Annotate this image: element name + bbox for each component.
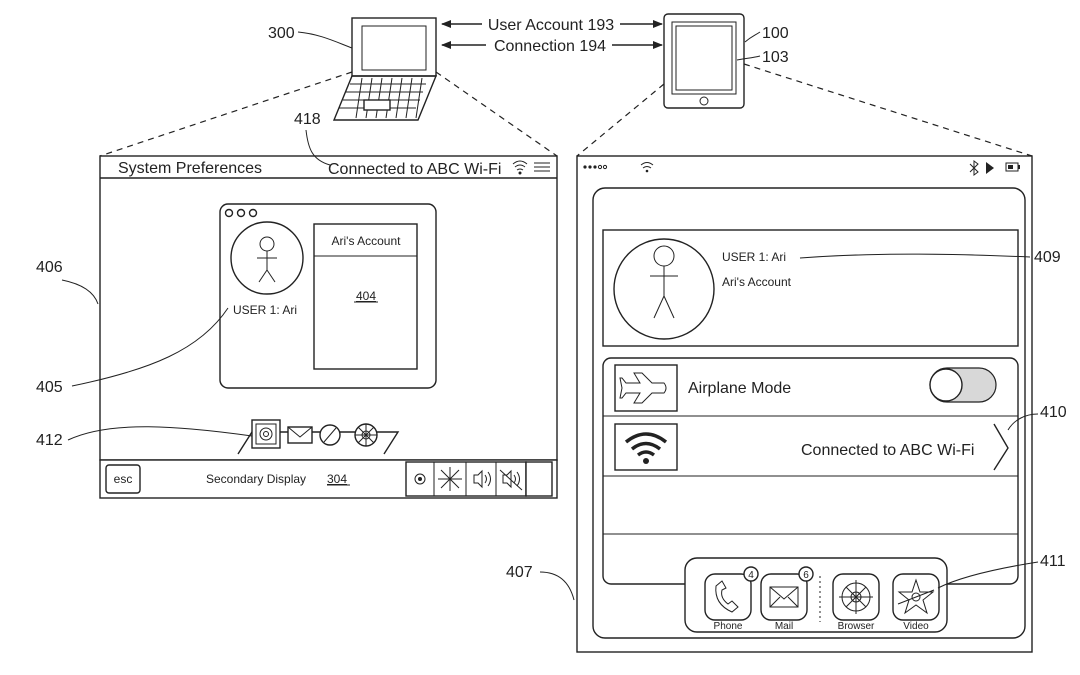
ref-410: 410 [1040,404,1067,421]
avatar-icon [231,222,303,294]
tablet-avatar-icon [614,239,714,339]
toggle-switch[interactable] [930,368,996,402]
window-zoom-button[interactable] [250,210,257,217]
ref-418: 418 [294,111,321,128]
mail-badge: 6 [803,570,809,581]
tablet-wifi-label: Connected to ABC Wi-Fi [801,442,974,459]
phone-label: Phone [714,621,743,632]
video-app[interactable] [893,574,939,620]
compass-icon[interactable] [320,425,340,445]
ref-411: 411 [1040,553,1066,570]
settings-icon[interactable] [252,420,280,448]
ref-100: 100 [762,25,789,42]
airplane-icon [615,365,677,411]
tablet-user-label: USER 1: Ari [722,250,786,264]
ref-409: 409 [1034,249,1061,266]
ref-412: 412 [36,432,63,449]
account-header: Ari's Account [332,234,402,248]
leader-300 [298,32,352,48]
menu-title[interactable]: System Preferences [118,160,262,177]
user-account-label: User Account 193 [488,17,614,34]
desktop-user-label: USER 1: Ari [233,303,297,317]
secondary-display-ref: 304 [327,472,347,486]
ref-407: 407 [506,564,533,581]
ref-300: 300 [268,25,295,42]
leader-100 [745,32,760,42]
laptop-icon [334,18,436,120]
ref-103: 103 [762,49,789,66]
leader-406 [62,280,98,304]
mail-label: Mail [775,621,793,632]
ref-405: 405 [36,379,63,396]
secondary-display-label: Secondary Display [206,472,306,486]
touch-bar-controls [406,462,552,496]
browser-label: Browser [838,621,875,632]
asterisk-icon[interactable] [355,424,377,446]
tablet-wifi-icon [615,424,677,470]
projection-lines [100,64,1032,156]
esc-label: esc [114,472,133,486]
brightness-icon[interactable] [438,467,462,491]
mail-icon[interactable] [288,427,312,443]
account-ref: 404 [356,289,376,303]
video-label: Video [903,621,929,632]
browser-app[interactable] [833,574,879,620]
connection-label: Connection 194 [494,38,606,55]
phone-badge: 4 [748,570,754,581]
leader-407 [540,572,574,600]
wifi-status[interactable]: Connected to ABC Wi-Fi [328,161,501,178]
leader-103 [737,56,760,60]
tablet-icon [664,14,744,108]
ref-406: 406 [36,259,63,276]
window-close-button[interactable] [226,210,233,217]
tablet-account-label: Ari's Account [722,275,792,289]
window-minimize-button[interactable] [238,210,245,217]
airplane-mode-label: Airplane Mode [688,380,791,397]
